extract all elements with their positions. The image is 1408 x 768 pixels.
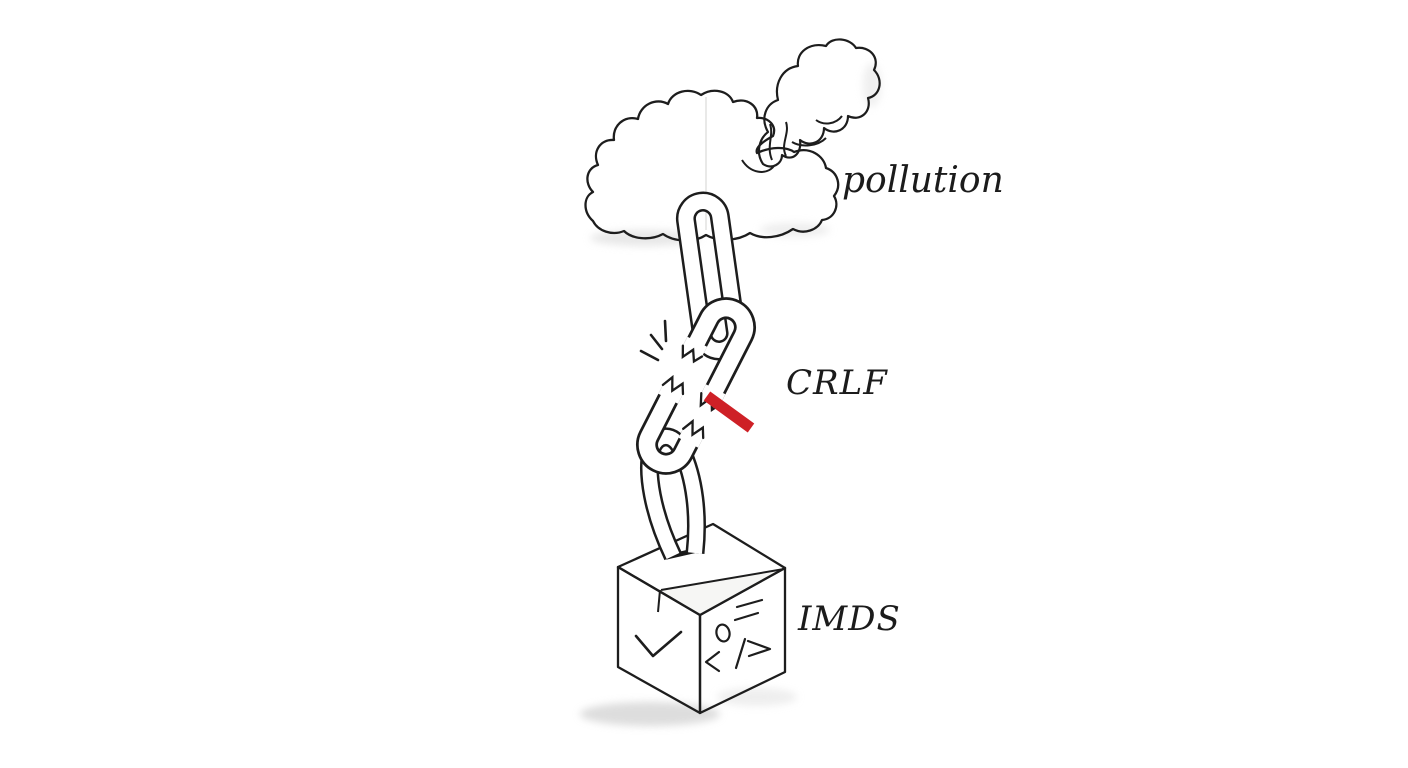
tape-seam — [660, 568, 785, 591]
checkmark-icon — [634, 630, 683, 658]
soft-shadows — [580, 63, 881, 726]
spark-icon — [639, 319, 668, 362]
chain-link-bottom-icon — [640, 427, 706, 561]
red-break-mark — [703, 391, 755, 433]
chain-break-label: CRLF — [786, 363, 888, 403]
smoke-plume-icon — [757, 38, 881, 168]
flap-line — [657, 589, 661, 613]
cloud-label: pollution — [842, 160, 1004, 201]
code-tag-icon — [704, 637, 772, 673]
chain-link-broken-icon — [636, 297, 756, 475]
chain-link-top-icon — [675, 191, 747, 361]
box-label: IMDS — [798, 599, 901, 639]
metadata-list-icon — [715, 598, 764, 643]
